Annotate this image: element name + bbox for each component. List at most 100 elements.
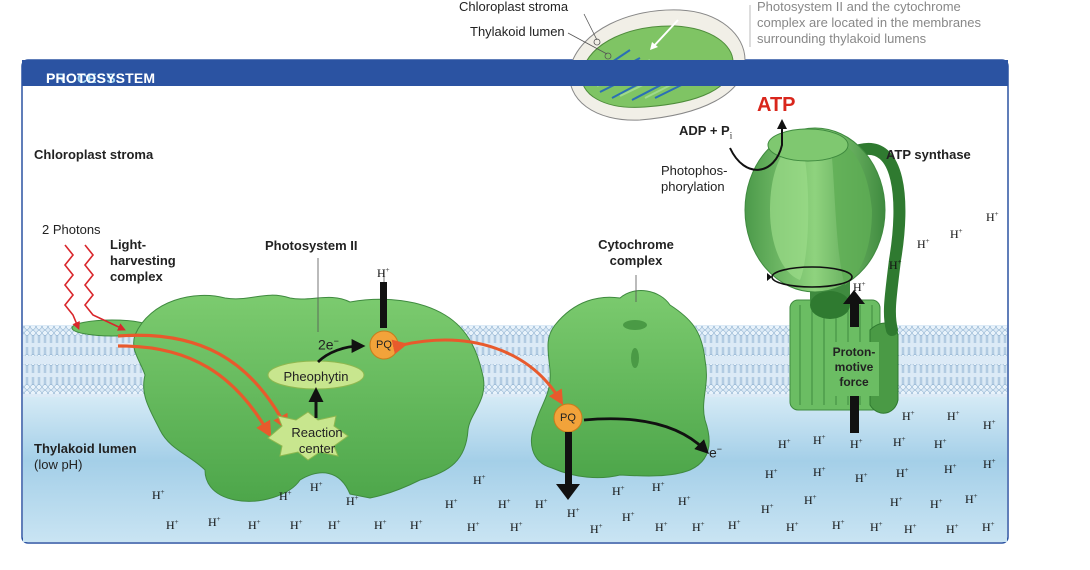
lhc-label-line-1: Light- <box>110 237 147 252</box>
proton-label: H+ <box>374 518 387 532</box>
pmf-label-line-3: force <box>839 375 869 389</box>
arrow-electron-out <box>583 417 709 454</box>
proton-label: H+ <box>930 497 943 511</box>
proton-label: H+ <box>410 518 423 532</box>
proton-label: H+ <box>855 471 868 485</box>
atp-label: ATP <box>757 94 796 116</box>
proton-label: H+ <box>917 237 930 251</box>
process-title-bar: PROCESS: PHOTOSYSTEM II CAN DRIVE ELECTR… <box>22 60 1008 134</box>
inset-note-line-1: Photosystem II and the cytochrome <box>757 0 961 14</box>
proton-label: H+ <box>786 520 799 534</box>
proton-label: H+ <box>655 520 668 534</box>
proton-label: H+ <box>813 465 826 479</box>
proton-label: H+ <box>510 520 523 534</box>
proton-label: H+ <box>473 473 486 487</box>
proton-label: H+ <box>590 522 603 536</box>
lhc-label-line-2: harvesting <box>110 253 176 268</box>
pmf-label-line-2: motive <box>834 360 874 374</box>
proton-label: H+ <box>279 489 292 503</box>
cytochrome-pore-top <box>623 320 647 330</box>
lhc-label-line-3: complex <box>110 269 163 284</box>
proton-label: H+ <box>890 495 903 509</box>
proton-label: H+ <box>692 520 705 534</box>
electron-out-label: e− <box>709 444 723 461</box>
lumen-label: Thylakoid lumen <box>34 441 137 456</box>
arrow-pheophytin-to-pq <box>317 339 366 364</box>
stroma-label: Chloroplast stroma <box>34 147 154 162</box>
pq-label-cytochrome: PQ <box>560 412 576 424</box>
proton-label: H+ <box>761 502 774 516</box>
proton-label: H+ <box>622 510 635 524</box>
proton-label: H+ <box>248 518 261 532</box>
cytochrome-label-line-1: Cytochrome <box>598 237 674 252</box>
proton-label: H+ <box>765 467 778 481</box>
proton-label: H+ <box>445 497 458 511</box>
pmf-label-box <box>829 342 879 396</box>
photons-label: 2 Photons <box>42 222 101 237</box>
proton-label: H+ <box>328 518 341 532</box>
proton-label: H+ <box>377 266 390 280</box>
pq-bar-psii <box>380 282 387 328</box>
lumen-note: (low pH) <box>34 457 83 472</box>
proton-label: H+ <box>850 437 863 451</box>
proton-label: H+ <box>813 433 826 447</box>
proton-label: H+ <box>889 258 902 272</box>
photophos-label-line-2: phorylation <box>661 179 725 194</box>
pq-down-arrowhead <box>556 484 580 500</box>
proton-label: H+ <box>893 435 906 449</box>
proton-label: H+ <box>853 280 866 294</box>
proton-label: H+ <box>896 466 909 480</box>
proton-label: H+ <box>950 227 963 241</box>
proton-label: H+ <box>934 437 947 451</box>
pmf-label-line-1: Proton- <box>832 345 876 359</box>
proton-label: H+ <box>467 520 480 534</box>
proton-label: H+ <box>652 480 665 494</box>
proton-label: H+ <box>983 418 996 432</box>
proton-label: H+ <box>946 522 959 536</box>
proton-label: H+ <box>982 520 995 534</box>
photophos-label-line-1: Photophos- <box>661 163 728 178</box>
photon-arrows <box>63 244 126 331</box>
process-title-prefix: PROCESS: <box>46 70 121 86</box>
pmf-arrowhead <box>843 290 865 304</box>
two-electrons-label: 2e− <box>318 336 339 353</box>
proton-label: H+ <box>535 497 548 511</box>
electron-out-text: e <box>709 444 717 461</box>
proton-label: H+ <box>904 522 917 536</box>
inset-note-line-3: surrounding thylakoid lumens <box>757 31 927 46</box>
proton-label: H+ <box>498 497 511 511</box>
atp-synthase-label: ATP synthase <box>886 147 971 162</box>
proton-label: H+ <box>728 518 741 532</box>
proton-label: H+ <box>983 457 996 471</box>
pq-shuttle-arrow <box>391 338 564 406</box>
rotation-arrowhead <box>767 273 772 281</box>
proton-label: H+ <box>947 409 960 423</box>
energy-transfer-arrows <box>117 333 289 438</box>
adp-text: ADP + P <box>679 123 730 138</box>
inset-note-line-2: complex are located in the membranes <box>757 15 982 30</box>
proton-label: H+ <box>290 518 303 532</box>
proton-label: H+ <box>166 518 179 532</box>
proton-label: H+ <box>965 492 978 506</box>
pmf-arrow-lower <box>850 395 859 433</box>
atp-formation-arrow <box>729 119 787 171</box>
process-title-rest: PHOTOSYSTEM II CAN DRIVE ELECTRON TRANSP… <box>46 70 156 134</box>
proton-label: H+ <box>208 515 221 529</box>
reaction-center-label-line-2: center <box>298 441 336 456</box>
pmf-arrow-upper <box>850 302 859 327</box>
proton-label: H+ <box>986 210 999 224</box>
proton-label: H+ <box>567 506 580 520</box>
adp-label: ADP + Pi <box>679 123 732 144</box>
reaction-center-label-line-1: Reaction <box>291 425 343 440</box>
inset-stroma-label: Chloroplast stroma <box>459 0 569 14</box>
proton-label: H+ <box>678 494 691 508</box>
proton-label: H+ <box>902 409 915 423</box>
proton-label: H+ <box>804 493 817 507</box>
two-electrons-text: 2e <box>318 336 334 353</box>
cytochrome-pore <box>631 348 639 368</box>
proton-label: H+ <box>310 480 323 494</box>
proton-label: H+ <box>944 462 957 476</box>
pq-bar-cytochrome <box>565 432 572 484</box>
cytochrome-label-line-2: complex <box>609 253 663 268</box>
